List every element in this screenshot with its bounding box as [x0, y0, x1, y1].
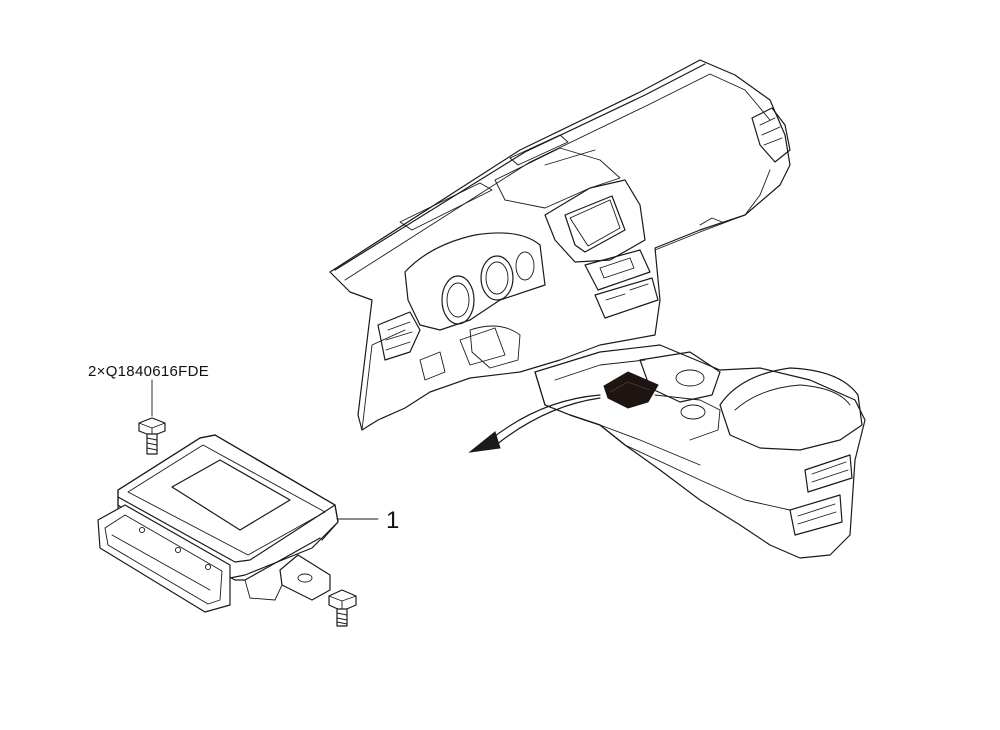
location-arrow: [468, 394, 601, 453]
bolt-upper: [138, 417, 166, 455]
instrument-panel: [329, 59, 791, 431]
center-console: [534, 344, 866, 559]
part-number-label: 1: [386, 507, 399, 534]
bolt-lower: [328, 589, 357, 627]
fastener-callout: 2×Q1840616FDE: [88, 363, 209, 380]
module-location-marker: [603, 371, 659, 409]
leader-lines: [151, 379, 379, 520]
control-module: [97, 434, 339, 613]
